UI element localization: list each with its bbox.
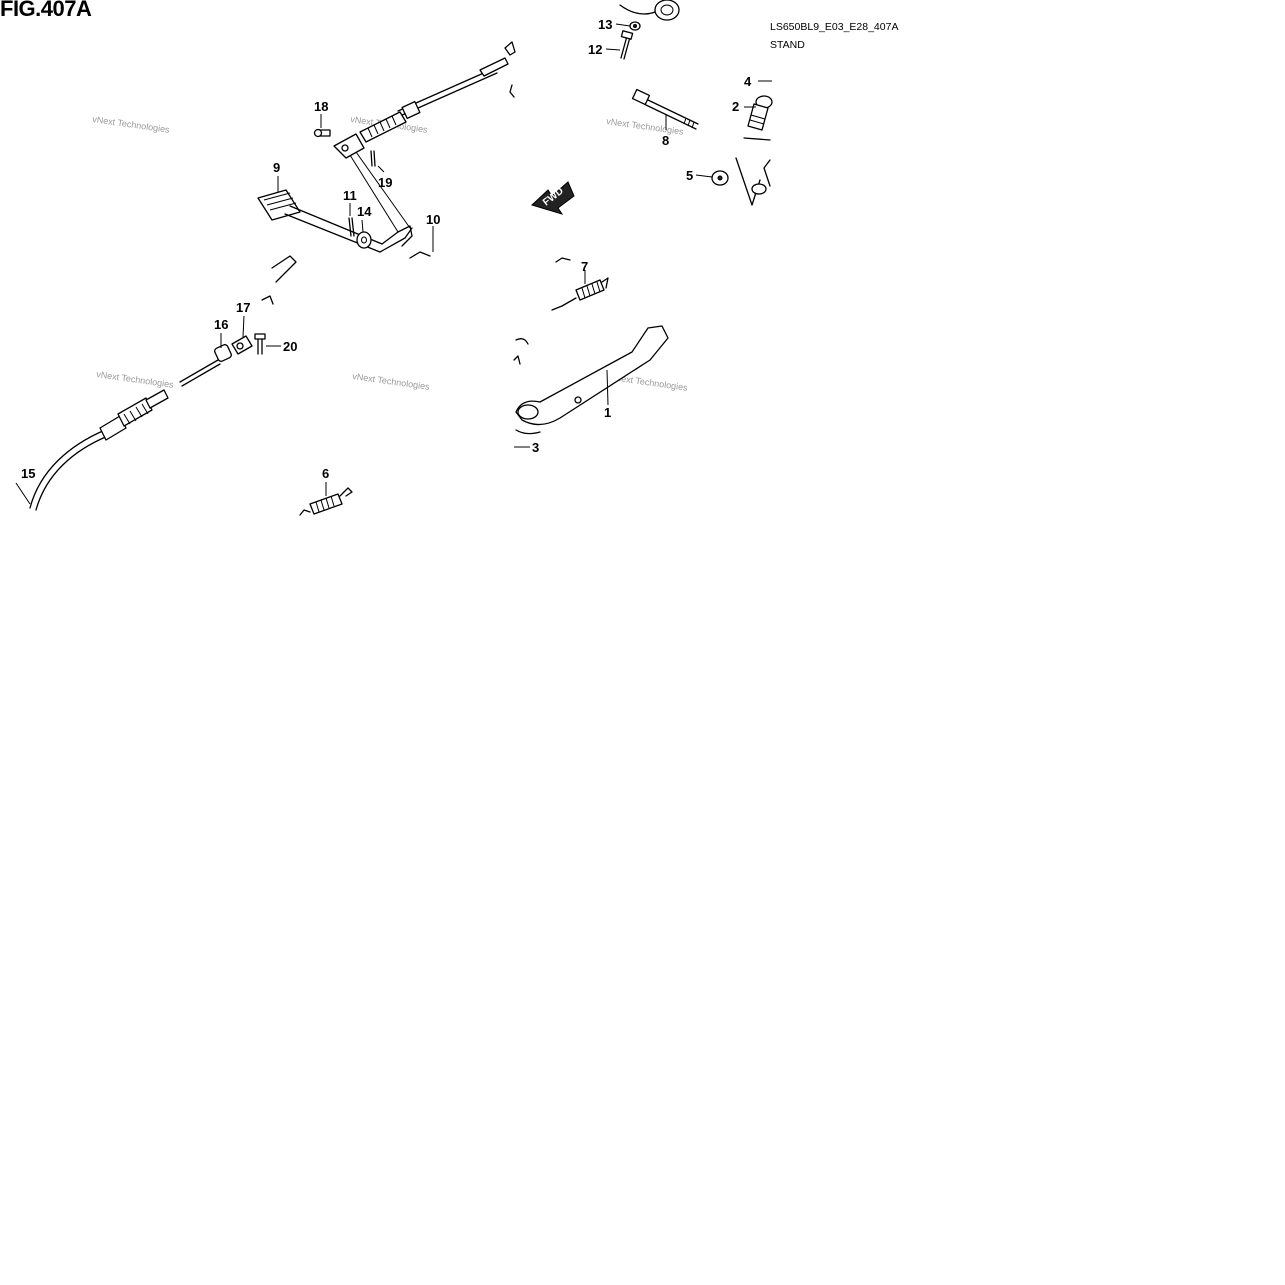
callout-4: 4 [744, 74, 752, 89]
callout-9: 9 [273, 160, 280, 175]
callout-10: 10 [426, 212, 440, 227]
callout-15: 15 [21, 466, 35, 481]
callout-16: 16 [214, 317, 228, 332]
callout-17: 17 [236, 300, 250, 315]
callout-19: 19 [378, 175, 392, 190]
watermarks: vNext Technologies vNext Technologies vN… [92, 114, 689, 393]
brake-pedal [257, 189, 434, 305]
spring-7 [551, 257, 609, 311]
callout-14: 14 [357, 204, 372, 219]
figure-section: STAND [770, 39, 805, 51]
callout-3: 3 [532, 440, 539, 455]
brake-rod-assembly [313, 41, 516, 233]
watermark-5: vNext Technologies [352, 371, 431, 392]
callout-12: 12 [588, 42, 602, 57]
callout-18: 18 [314, 99, 328, 114]
figure-title: FIG.407A [0, 0, 92, 21]
callout-20: 20 [283, 339, 297, 354]
fwd-arrow: FWD [531, 181, 575, 215]
callout-8: 8 [662, 133, 669, 148]
callouts: 1 2 3 4 5 6 7 8 9 10 11 12 13 14 15 16 1… [21, 17, 752, 496]
side-stand-hardware [619, 0, 773, 206]
watermark-4: vNext Technologies [96, 369, 175, 390]
watermark-3: vNext Technologies [606, 116, 685, 137]
callout-13: 13 [598, 17, 612, 32]
callout-11: 11 [343, 188, 357, 203]
brake-cable [15, 333, 266, 511]
spring-6 [299, 487, 353, 516]
callout-2: 2 [732, 99, 739, 114]
watermark-1: vNext Technologies [92, 114, 171, 135]
callout-6: 6 [322, 466, 329, 481]
callout-7: 7 [581, 259, 588, 274]
callout-5: 5 [686, 168, 693, 183]
side-stand [513, 325, 669, 448]
callout-1: 1 [604, 405, 611, 420]
figure-code: LS650BL9_E03_E28_407A [770, 21, 899, 33]
